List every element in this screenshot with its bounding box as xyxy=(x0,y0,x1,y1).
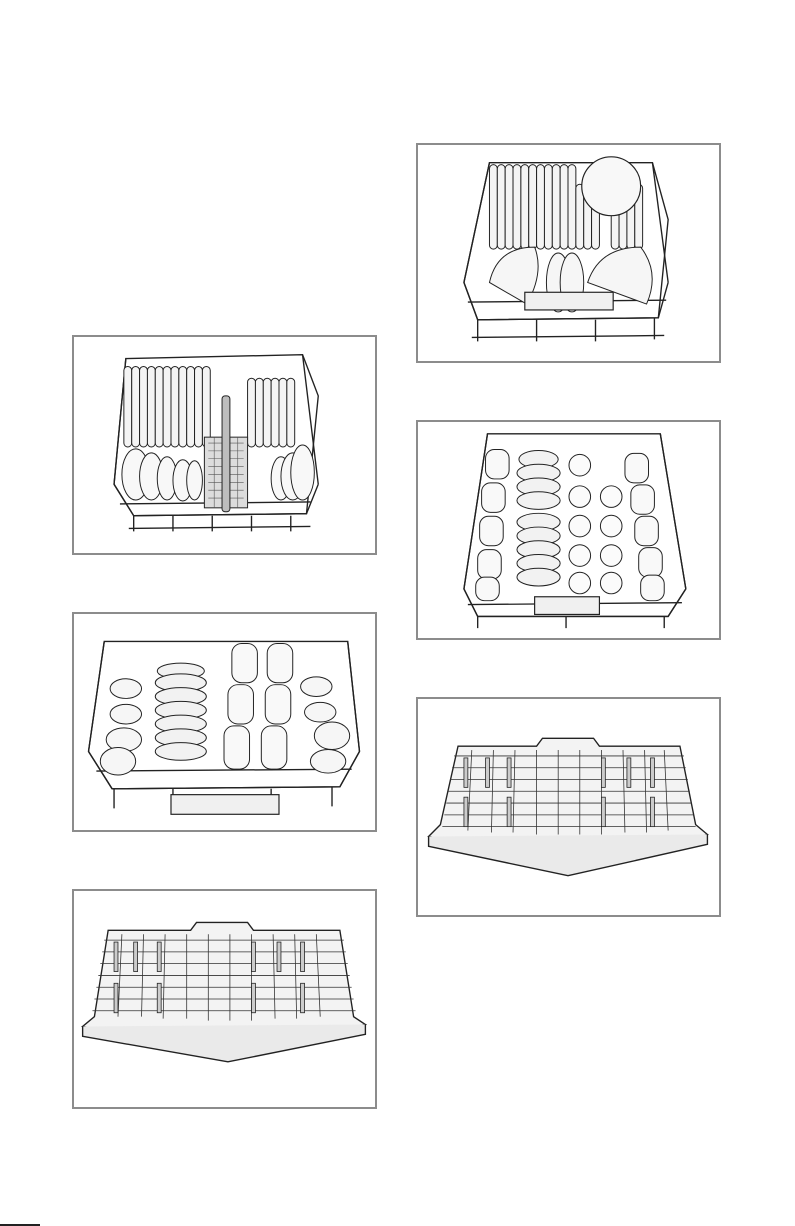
lower-rack-plates-icon xyxy=(74,337,375,553)
upper-rack-loading-illustration-2 xyxy=(416,420,721,640)
cutlery-tray-icon xyxy=(74,891,375,1107)
upper-rack-cups-icon xyxy=(74,614,375,830)
upper-rack-loading-illustration-1 xyxy=(72,612,377,832)
upper-rack-glasses-icon xyxy=(418,422,719,638)
cutlery-tray-icon xyxy=(418,699,719,915)
lower-rack-loading-illustration-1 xyxy=(72,335,377,555)
lower-rack-loading-illustration-2 xyxy=(416,143,721,363)
cutlery-tray-loading-illustration-1 xyxy=(72,889,377,1109)
lower-rack-plates-bowls-icon xyxy=(418,145,719,361)
cutlery-tray-loading-illustration-2 xyxy=(416,697,721,917)
